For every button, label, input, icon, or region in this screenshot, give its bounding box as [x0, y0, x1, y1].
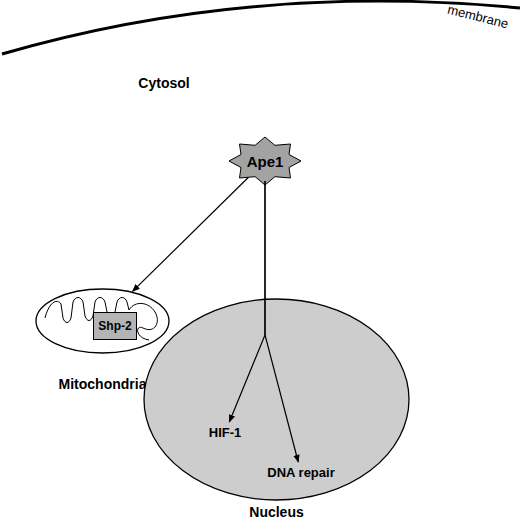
- mitochondrion-shape: MitochondriaShp-2: [35, 288, 170, 354]
- target-text-node: HIF-1: [204, 424, 246, 441]
- protein-star: Ape1: [228, 136, 302, 186]
- arrow-connector: [133, 177, 249, 291]
- ellipse-outline: [36, 289, 169, 353]
- ellipse-outline: [144, 299, 409, 500]
- node-text: Ape1: [228, 136, 302, 186]
- compartment-label: Cytosol: [104, 75, 224, 91]
- node-heading: Nucleus: [63, 504, 490, 520]
- node-text: DNA repair: [262, 464, 340, 481]
- cristae-line: [45, 298, 157, 341]
- target-text-node: DNA repair: [262, 464, 340, 481]
- arrow-connector: [265, 181, 298, 462]
- star-outline: [229, 137, 301, 185]
- node-text: Shp-2: [93, 312, 137, 340]
- arrow-connector: [229, 181, 265, 422]
- rect-outline: [94, 313, 137, 340]
- membrane-arc: [2, 1, 520, 54]
- node-text: HIF-1: [204, 424, 246, 441]
- nucleus-shape: NucleusHIF-1DNA repair: [143, 298, 410, 501]
- protein-box: Shp-2: [93, 312, 137, 340]
